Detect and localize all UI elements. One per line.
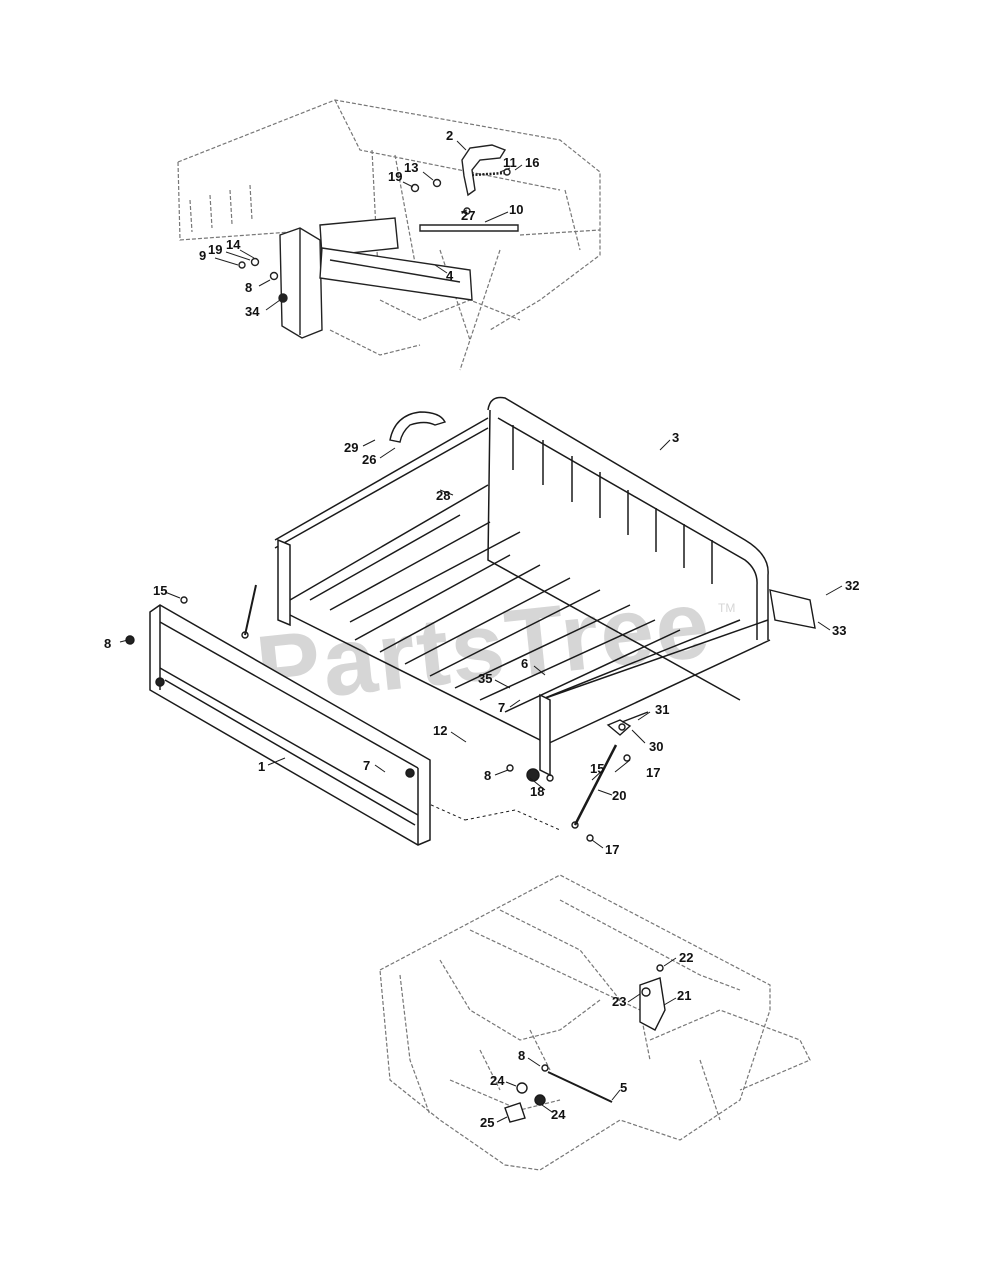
callout-7b: 7 [363,758,370,773]
callout-8: 8 [104,636,111,651]
callout-17: 17 [646,765,660,780]
callout-11: 11 [503,155,517,170]
callout-7: 7 [498,700,505,715]
callout-2: 2 [446,128,453,143]
top-leaders [214,140,523,311]
callout-4: 4 [446,268,454,283]
callout-27: 27 [461,208,475,223]
callout-34: 34 [245,304,260,319]
callout-3: 3 [672,430,679,445]
cargo-parts [125,411,816,842]
callout-17b: 17 [605,842,619,857]
callout-8: 8 [245,280,252,295]
callout-25: 25 [480,1115,494,1130]
callout-12: 12 [433,723,447,738]
tailgate [149,604,431,846]
bottom-frame-outline [379,874,811,1171]
callout-8b: 8 [484,768,491,783]
top-latch-parts [238,144,519,303]
callout-28: 28 [436,488,450,503]
callout-33: 33 [832,623,846,638]
callout-26: 26 [362,452,376,467]
callout-6: 6 [521,656,528,671]
callout-24b: 24 [551,1107,566,1122]
cargo-box: 29 26 28 3 32 33 15 8 1 6 35 7 31 30 12 … [104,396,859,857]
top-vehicle-outline [177,99,601,371]
callout-30: 30 [649,739,663,754]
callout-5: 5 [620,1080,627,1095]
watermark-trademark: TM [718,601,735,615]
callout-18: 18 [530,784,544,799]
callout-22: 22 [679,950,693,965]
callout-1: 1 [258,759,265,774]
callout-15b: 15 [590,761,604,776]
bottom-leaders [496,957,677,1123]
callout-9: 9 [199,248,206,263]
bottom-parts [504,964,666,1123]
callout-21: 21 [677,988,691,1003]
callout-32: 32 [845,578,859,593]
top-assembly: 2 11 16 13 19 27 10 9 19 14 4 8 34 [177,99,601,371]
cargo-callouts: 29 26 28 3 32 33 15 8 1 6 35 7 31 30 12 … [104,430,859,857]
callout-19b: 19 [208,242,222,257]
callout-13: 13 [404,160,418,175]
callout-16: 16 [525,155,539,170]
top-frame-brackets [279,217,473,339]
cargo-box-body [274,396,771,831]
callout-20: 20 [612,788,626,803]
top-callouts: 2 11 16 13 19 27 10 9 19 14 4 8 34 [199,128,539,319]
bottom-callouts: 22 23 21 8 24 5 25 24 [480,950,693,1130]
callout-15: 15 [153,583,167,598]
callout-31: 31 [655,702,669,717]
cargo-leaders [119,439,843,849]
callout-19: 19 [388,169,402,184]
bottom-assembly: 22 23 21 8 24 5 25 24 [379,874,811,1171]
callout-29: 29 [344,440,358,455]
callout-14: 14 [226,237,241,252]
callout-23: 23 [612,994,626,1009]
callout-35: 35 [478,671,492,686]
callout-24: 24 [490,1073,505,1088]
callout-10: 10 [509,202,523,217]
callout-8c: 8 [518,1048,525,1063]
